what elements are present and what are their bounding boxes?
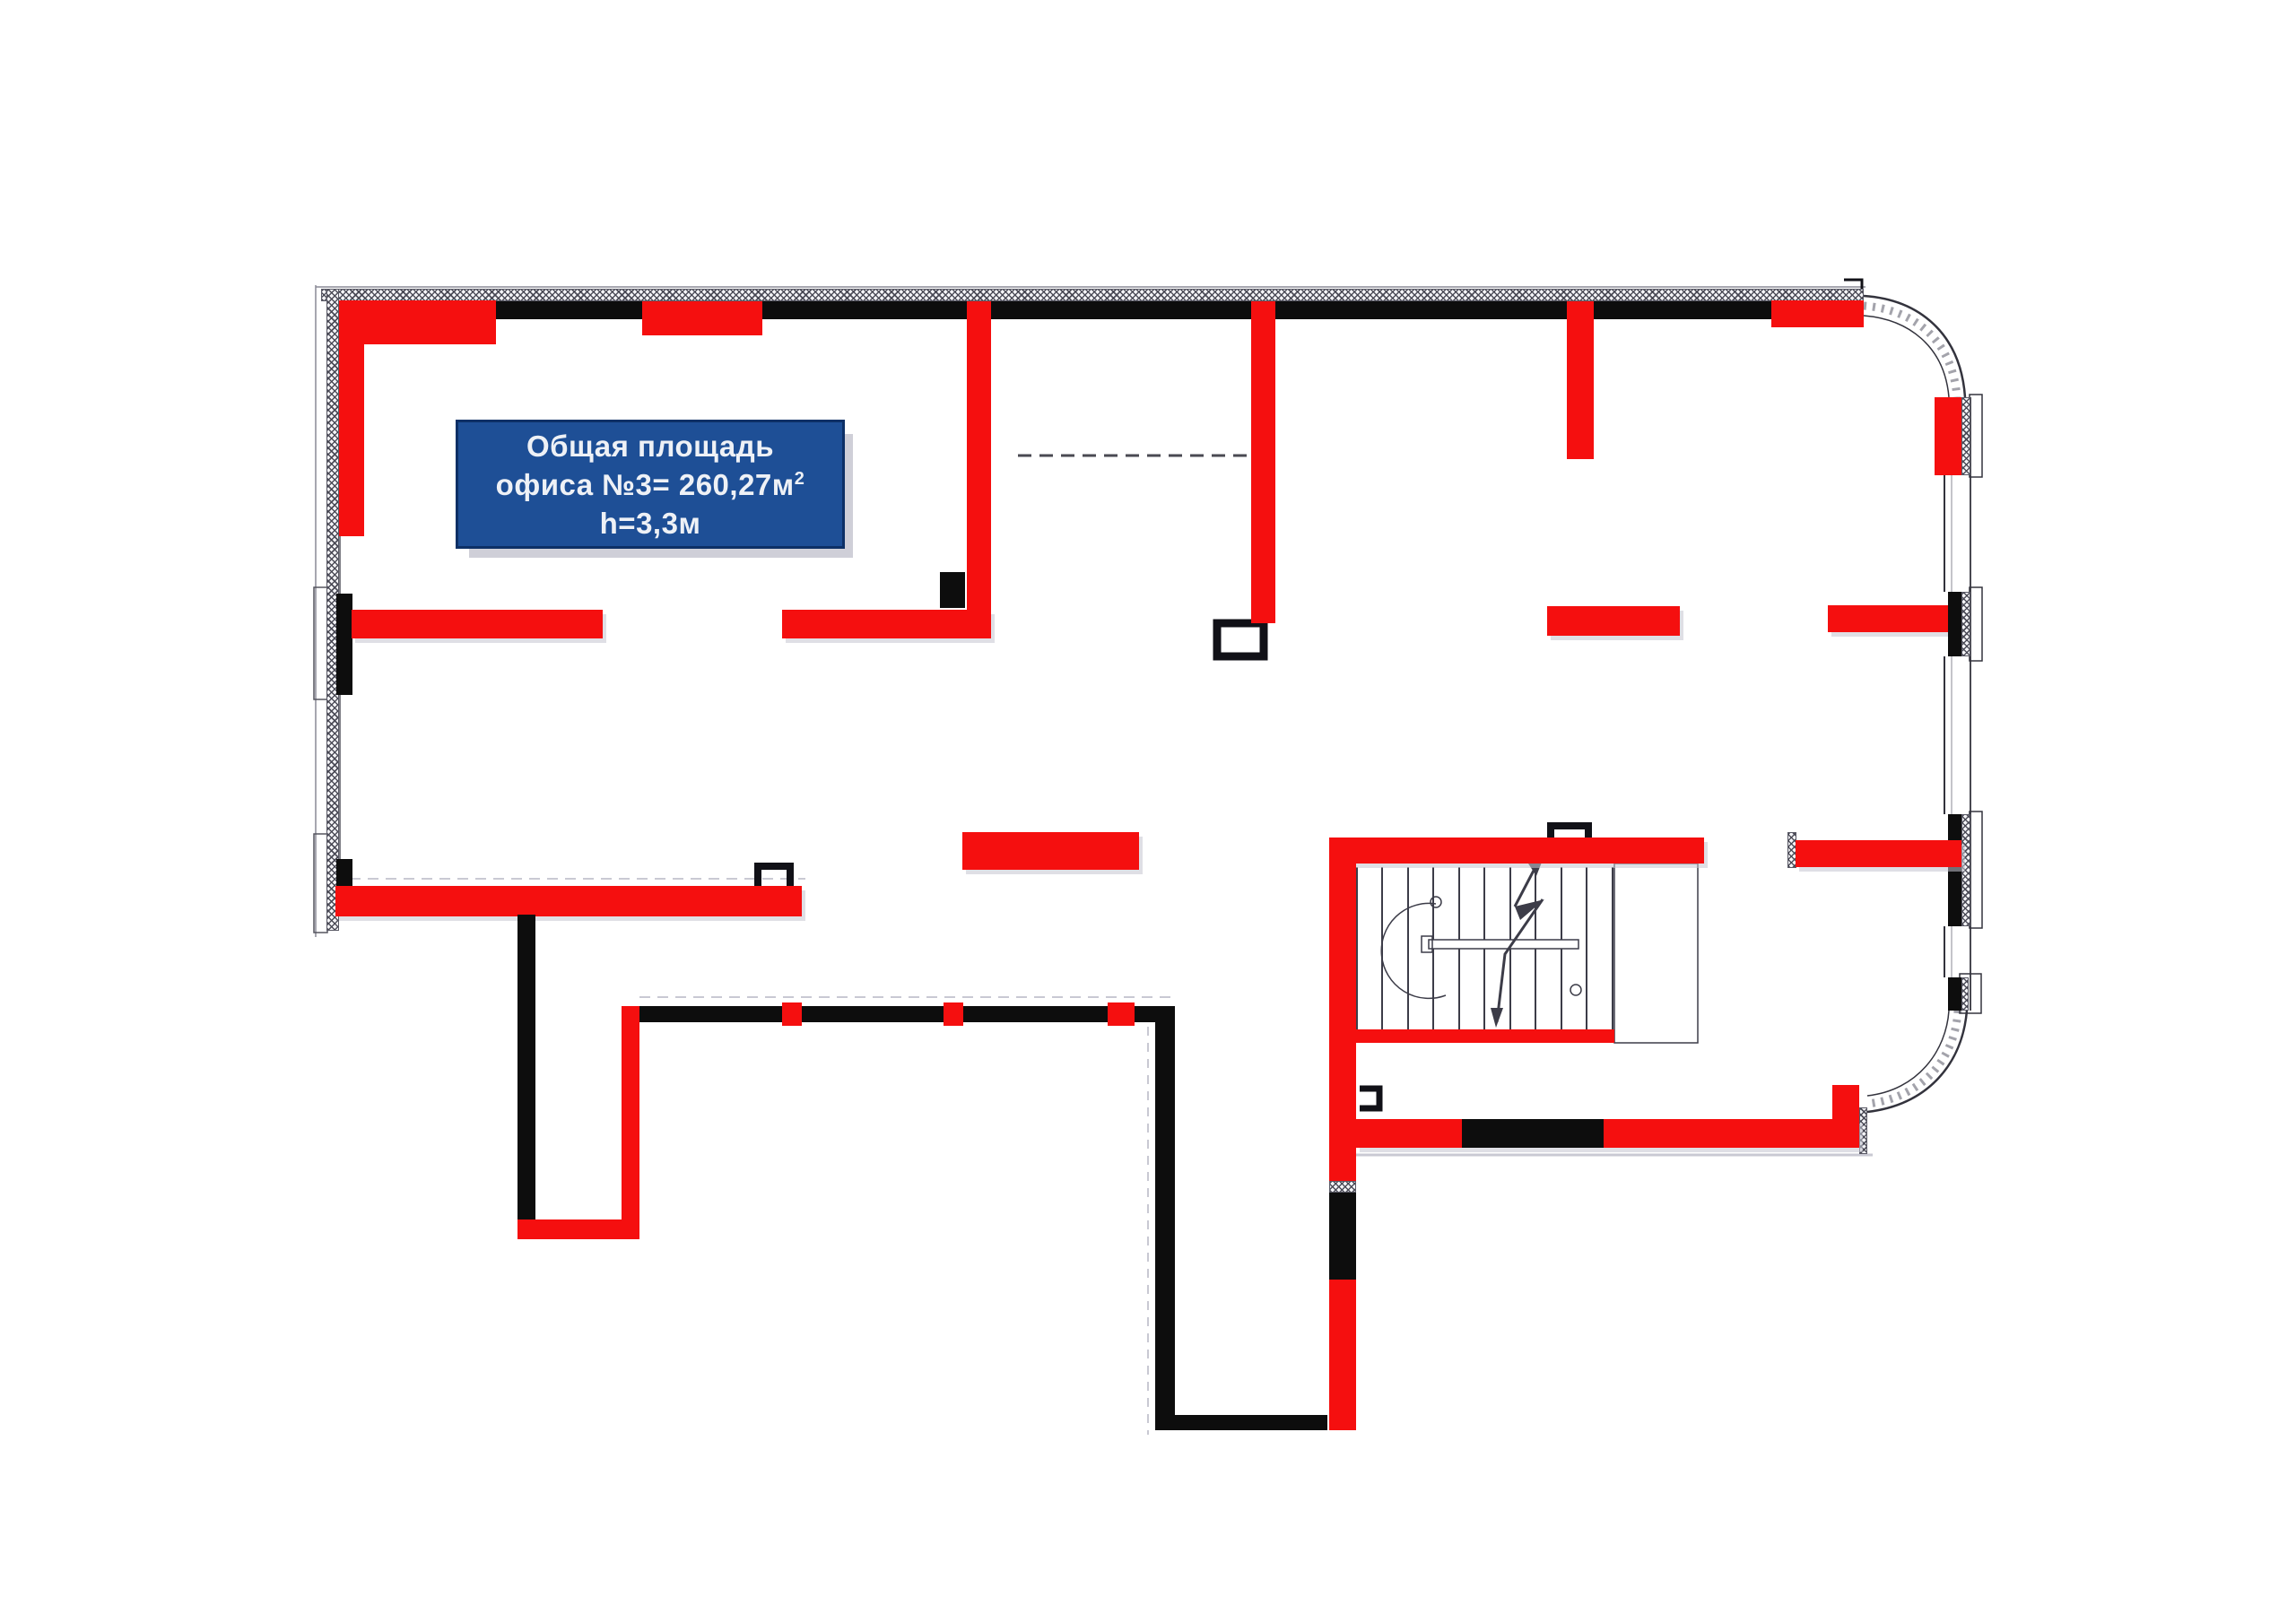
superscript-2: 2 [794,468,805,489]
partition-wall [1796,840,1961,867]
facade-pier-red [1935,397,1961,475]
partition-wall [1547,606,1680,636]
left-wall-pier [336,859,352,886]
partition-wall [352,610,603,638]
exterior-wall-top [496,301,642,319]
wall-stud [1108,1002,1135,1026]
top-wall-pier [642,301,762,335]
partition-wall [782,610,991,638]
bottom-room-wall-right [1329,1280,1356,1430]
exterior-wall-top [1594,301,1771,319]
curved-glass-corner-bottom-right [1866,1010,1969,1114]
facade-pier [1948,592,1961,656]
facade-pier [1948,977,1961,1011]
info-line-2: офиса №3= 260,27м2 [495,467,805,501]
corner-pier-bottom-right [1832,1085,1859,1119]
door-swing-arc [1380,902,1447,1000]
facade-pier-hatch [1961,814,1970,926]
stairwell-wall-bottom [1329,1029,1614,1043]
corner-pier-top-right [1771,300,1864,327]
shaft-wall-bottom [517,1219,639,1239]
wall-stud [782,1002,802,1026]
exterior-wall-top [991,301,1251,319]
bottom-room-wall-bottom [1155,1415,1327,1430]
corner-pier-hatch [1859,1107,1867,1154]
stair-direction-arrow [1491,860,1544,1028]
wall-stud [944,1002,963,1026]
curved-glass-corner-top-right [1863,294,1967,398]
bearing-wall-vertical-3 [1567,301,1594,459]
stairwell-wall-top [1329,838,1704,864]
gray-outlines [332,878,1873,1435]
corner-pier-top-left [339,300,496,344]
exterior-wall-top [1275,301,1567,319]
window-right-facade [1944,394,1983,1014]
bearing-wall-vertical-1 [967,301,991,638]
partition-wall [335,886,802,916]
exterior-outline [315,285,1866,937]
corridor-wall [639,1006,1175,1022]
bottom-wall-right-wing [1462,1119,1604,1148]
stairwell-wall-left [1329,864,1356,1181]
stair-handrail [1428,939,1579,950]
stair-landing [1613,863,1699,1044]
facade-pier-hatch [1961,977,1969,1011]
wall-joint-hatch [1329,1181,1356,1193]
bearing-wall-vertical-2 [1251,301,1275,623]
facade-pier [1948,814,1961,840]
exterior-wall-left [339,344,364,536]
shaft-wall-left [517,915,535,1239]
area-info-box: Общая площадь офиса №3= 260,27м2 h=3,3м [456,420,845,549]
partition-wall [962,832,1139,870]
shaft-wall-right [622,1006,639,1239]
bottom-room-wall-left [1155,1022,1175,1430]
exterior-wall-hatch-top [321,289,1864,301]
partition-wall [1828,605,1948,632]
bottom-wall-right-wing [1356,1119,1859,1148]
left-wall-pier [336,594,352,695]
door-frames [754,278,1864,1112]
exterior-wall-top [762,301,967,319]
facade-pier [1948,867,1961,926]
door-frame-stair-top [1547,822,1592,838]
bottom-room-wall-right [1329,1193,1356,1280]
wall-notch [940,572,965,608]
door-frame-wall2 [1213,619,1268,661]
facade-pier-hatch [1961,592,1970,656]
door-frame-room-left [754,863,794,886]
door-frame-stair-side [1360,1085,1383,1112]
info-line-1: Общая площадь [526,429,775,463]
exterior-wall-hatch-left [326,289,339,931]
facade-pier-hatch [1961,397,1970,475]
stairs [1356,860,1699,1044]
info-line-3: h=3,3м [599,506,701,540]
